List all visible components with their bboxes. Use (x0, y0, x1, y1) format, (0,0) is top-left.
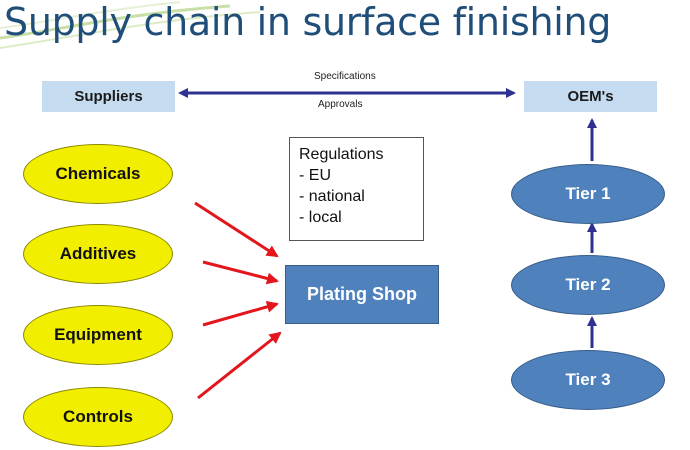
slide-title: Supply chain in surface finishing (4, 0, 612, 44)
approvals-label: Approvals (318, 99, 363, 110)
regulation-item-eu: - EU (299, 167, 331, 184)
tier-3-node: Tier 3 (511, 350, 665, 410)
equipment-to-plating-arrow (202, 300, 279, 327)
input-controls: Controls (23, 387, 173, 447)
regulations-box: Regulations - EU - national - local (289, 137, 424, 241)
input-chemicals: Chemicals (23, 144, 173, 204)
decorative-swoosh (0, 1, 261, 49)
tier-2-node: Tier 2 (511, 255, 665, 315)
suppliers-box: Suppliers (42, 81, 175, 112)
additives-to-plating-arrow (202, 260, 279, 285)
oems-box: OEM's (524, 81, 657, 112)
specifications-label: Specifications (314, 71, 376, 82)
input-equipment: Equipment (23, 305, 173, 365)
input-additives: Additives (23, 224, 173, 284)
regulations-heading: Regulations (299, 146, 384, 163)
controls-to-plating-arrow (197, 331, 282, 400)
regulation-item-national: - national (299, 188, 365, 205)
tier-1-node: Tier 1 (511, 164, 665, 224)
chemicals-to-plating-arrow (194, 201, 279, 258)
plating-shop-box: Plating Shop (285, 265, 439, 324)
regulation-item-local: - local (299, 209, 342, 226)
